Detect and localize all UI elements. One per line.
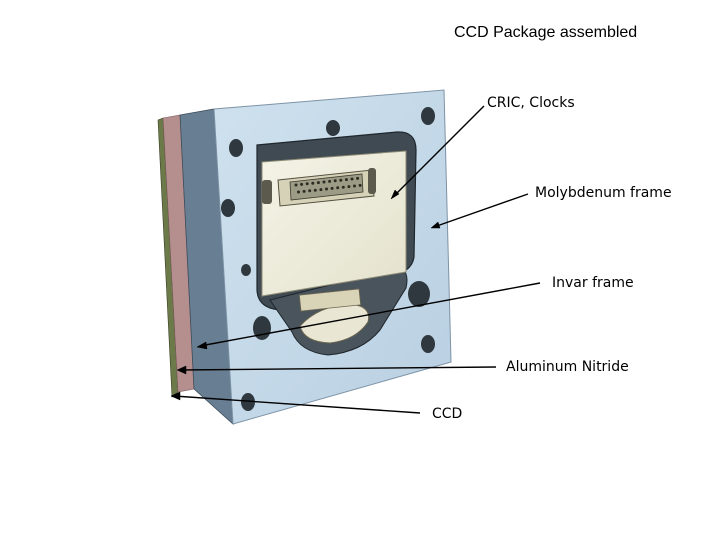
label-aluminum-nitride: Aluminum Nitride <box>506 359 629 375</box>
bolt-hole <box>421 335 435 353</box>
connector-pin <box>302 189 306 193</box>
connector-pin <box>358 183 362 187</box>
bolt-hole <box>241 264 251 276</box>
bolt-hole <box>253 316 271 340</box>
connector-pin <box>311 181 315 185</box>
bolt-hole <box>229 139 243 157</box>
bolt-hole <box>421 107 435 125</box>
leader-lines <box>170 105 541 414</box>
label-cric-clocks: CRIC, Clocks <box>487 95 575 111</box>
connector-pin <box>322 180 326 184</box>
molybdenum-frame-leader <box>433 193 529 228</box>
connector-pin <box>350 177 354 181</box>
arrowhead <box>430 221 441 229</box>
lower-tab <box>298 288 362 312</box>
bolt-hole <box>241 393 255 411</box>
label-ccd: CCD <box>432 406 463 422</box>
connector-pin <box>308 189 312 193</box>
arrowhead <box>170 391 181 401</box>
diagram-title: CCD Package assembled <box>454 24 638 41</box>
bolt-hole <box>408 281 430 307</box>
connector-pin <box>319 188 323 192</box>
connector-pin <box>347 185 351 189</box>
connector-pin <box>344 178 348 182</box>
label-invar-frame: Invar frame <box>552 275 634 291</box>
arrowhead <box>196 341 208 350</box>
connector-pin <box>294 183 298 187</box>
aluminum-nitride-leader <box>179 366 497 371</box>
connector-pin <box>325 187 328 191</box>
arrowhead <box>390 189 400 200</box>
connector-pin <box>330 186 334 190</box>
cric-clocks-leader <box>392 105 485 198</box>
connector-pin <box>316 181 320 185</box>
arrowhead <box>176 365 187 375</box>
label-molybdenum-frame: Molybdenum frame <box>535 185 672 201</box>
connector-pin <box>336 186 340 190</box>
connector-pin <box>353 184 356 188</box>
connector-pin <box>328 179 332 183</box>
bolt-hole <box>326 120 340 136</box>
connector-pin <box>305 182 309 186</box>
invar-frame-leader <box>199 282 541 347</box>
bolt-holes <box>221 107 435 411</box>
connector-pins <box>294 176 362 194</box>
ccd-leader <box>173 395 421 414</box>
connector-pin <box>297 190 300 194</box>
bolt-hole <box>221 199 235 217</box>
connector-pin <box>300 182 304 186</box>
connector-pin <box>341 185 345 189</box>
connector-pin <box>356 176 360 180</box>
connector-pin <box>313 188 317 192</box>
connector-pin <box>339 178 343 182</box>
connector-pin <box>333 179 337 183</box>
cric-board <box>261 150 407 297</box>
